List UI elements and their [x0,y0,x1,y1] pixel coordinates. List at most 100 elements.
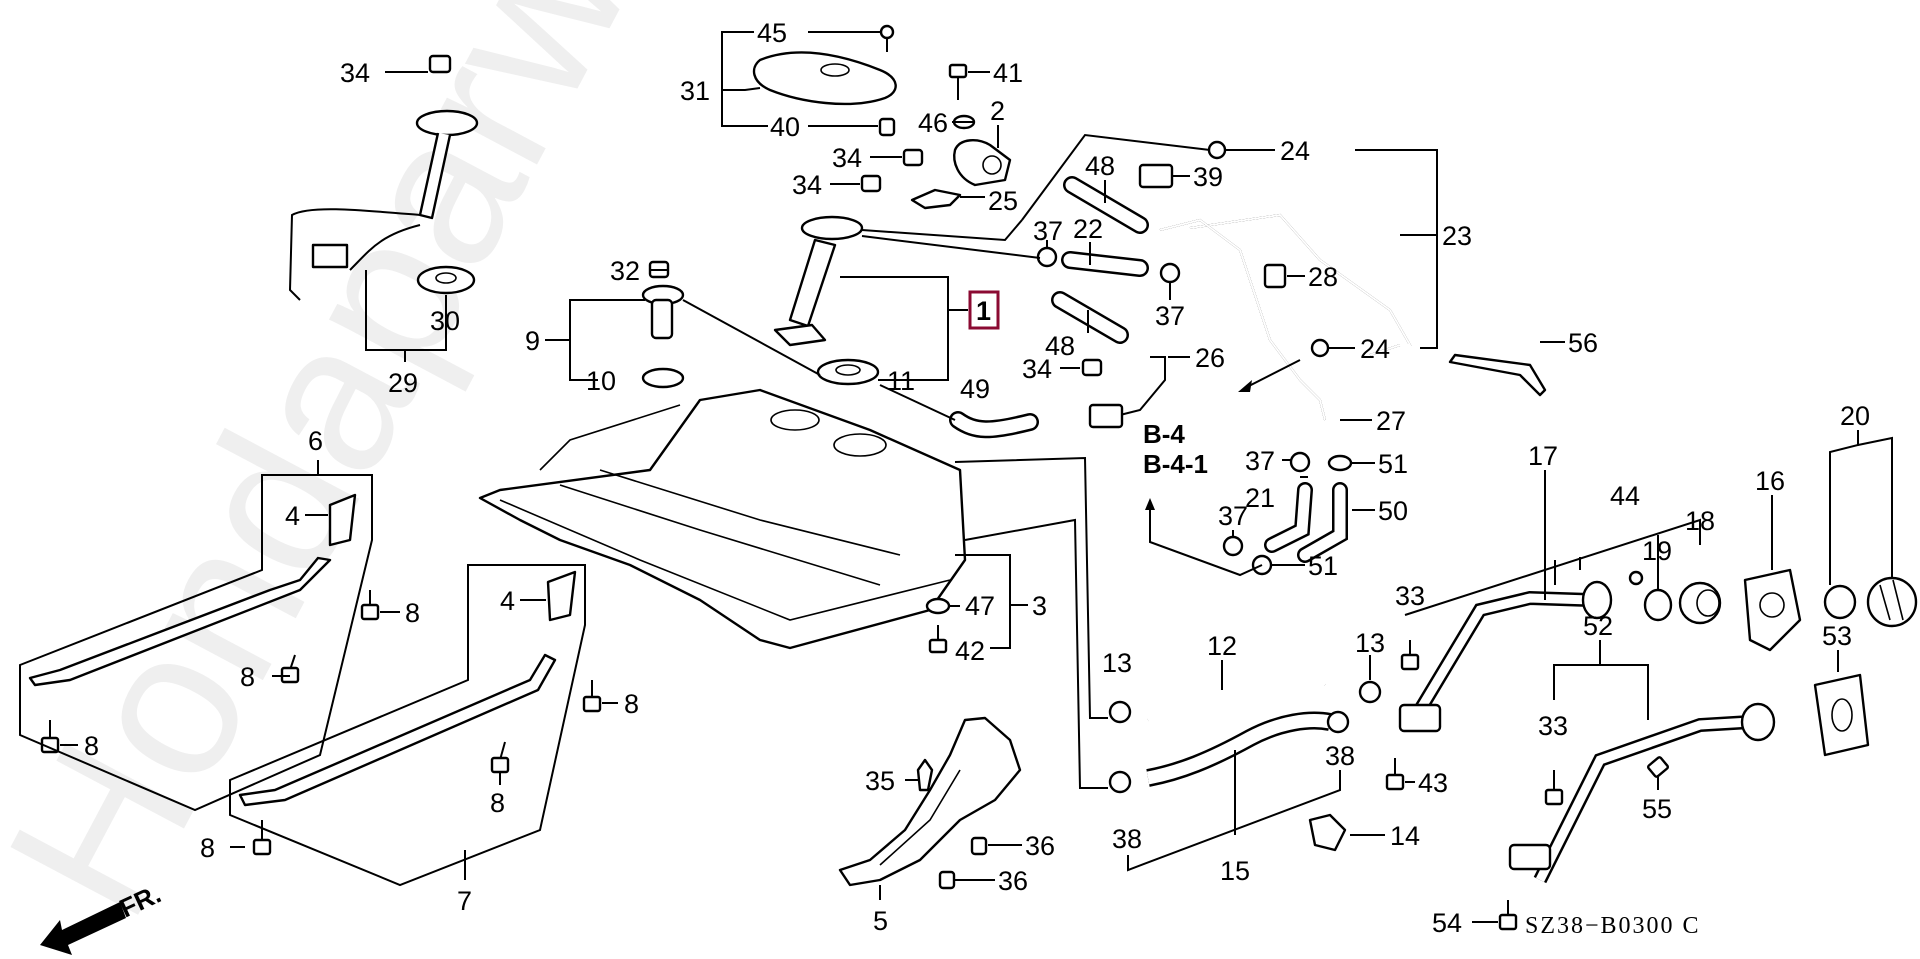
clip-14[interactable] [1308,813,1347,852]
section-ref-b4[interactable]: B-4 [1143,419,1185,449]
callout-9[interactable]: 9 [525,326,540,356]
callout-8-d[interactable]: 8 [624,689,639,719]
fuel-pipe-23[interactable] [1189,213,1412,356]
nut-34-b[interactable] [902,148,924,167]
callout-37-b[interactable]: 37 [1155,301,1185,331]
callout-36-a[interactable]: 36 [1025,831,1055,861]
callout-48-a[interactable]: 48 [1085,151,1115,181]
hose-12[interactable] [1146,665,1329,727]
callout-55[interactable]: 55 [1642,794,1672,824]
fuel-sensor-9[interactable] [641,284,685,340]
callout-24-b[interactable]: 24 [1360,334,1390,364]
callout-19[interactable]: 19 [1642,536,1672,566]
cushion-47[interactable] [925,597,951,615]
bolt-8-d[interactable] [582,680,602,713]
bracket-4-b[interactable] [546,570,577,622]
callout-41[interactable]: 41 [993,58,1023,88]
clamp-13-b[interactable] [1358,680,1382,704]
callout-8-e[interactable]: 8 [490,788,505,818]
clamp-37-b[interactable] [1159,262,1181,284]
callout-11[interactable]: 11 [887,366,915,396]
bolt-55[interactable] [1646,756,1670,778]
bolt-42[interactable] [928,625,948,654]
hose-49[interactable] [949,411,1039,439]
bolt-33-a[interactable] [1400,640,1420,671]
callout-37-a[interactable]: 37 [1033,216,1063,246]
callout-22[interactable]: 22 [1073,214,1103,244]
bracket-4-a[interactable] [328,493,357,547]
cover-39[interactable] [1138,163,1174,189]
callout-29[interactable]: 29 [388,368,418,398]
callout-37-c[interactable]: 37 [1245,446,1275,476]
bracket-25[interactable] [910,188,962,210]
fuel-filler-pipe-52[interactable] [1508,702,1776,884]
fuel-pipe-26[interactable] [1088,356,1166,429]
bolt-43[interactable] [1385,758,1405,791]
bolt-8-e[interactable] [490,741,510,774]
nut-34-d[interactable] [1081,358,1103,377]
callout-34-c[interactable]: 34 [792,170,822,200]
callout-13-b[interactable]: 13 [1355,628,1385,658]
callout-21[interactable]: 21 [1245,483,1275,513]
tank-strap-6[interactable] [28,556,332,687]
gasket-20[interactable] [1823,584,1857,620]
callout-53[interactable]: 53 [1822,621,1852,651]
screw-45[interactable] [879,24,895,52]
clip-35[interactable] [916,758,934,792]
callout-50[interactable]: 50 [1378,496,1408,526]
callout-46[interactable]: 46 [918,108,948,138]
bolt-8-a[interactable] [360,590,380,621]
highlight-box-part-1[interactable] [968,290,1000,330]
fuel-filler-pipe-17[interactable] [1398,580,1613,733]
clip-24-b[interactable] [1310,338,1330,358]
callout-8-b[interactable]: 8 [240,662,255,692]
callout-42[interactable]: 42 [955,636,985,666]
clamp-38-b[interactable] [1326,710,1350,734]
bolt-33-b[interactable] [1544,770,1564,806]
ring-19[interactable] [1643,588,1673,622]
clamp-51-a[interactable] [1327,454,1353,472]
callout-13-a[interactable]: 13 [1102,648,1132,678]
fuel-pressure-regulator-2[interactable] [953,139,1012,187]
callout-51-a[interactable]: 51 [1378,449,1408,479]
callout-34-d[interactable]: 34 [1022,354,1052,384]
callout-17[interactable]: 17 [1528,441,1558,471]
bolt-36-a[interactable] [970,836,988,856]
callout-14[interactable]: 14 [1390,821,1420,851]
callout-24-a[interactable]: 24 [1280,136,1310,166]
callout-4-b[interactable]: 4 [500,586,515,616]
heat-shield-5[interactable] [838,716,1022,887]
callout-2[interactable]: 2 [990,96,1005,126]
callout-40[interactable]: 40 [770,112,800,142]
hose-21[interactable] [1264,482,1313,553]
callout-43[interactable]: 43 [1418,768,1448,798]
gasket-10[interactable] [641,367,685,389]
clamp-37-c[interactable] [1289,451,1311,473]
fuel-pump-assembly[interactable] [773,215,864,347]
nut-34-c[interactable] [860,174,882,193]
callout-56[interactable]: 56 [1568,328,1598,358]
tank-strap-7[interactable] [238,653,557,807]
callout-7[interactable]: 7 [457,886,472,916]
callout-52[interactable]: 52 [1583,611,1613,641]
callout-18[interactable]: 18 [1685,506,1715,536]
callout-12[interactable]: 12 [1207,631,1237,661]
callout-34-b[interactable]: 34 [832,143,862,173]
screw-44[interactable] [1628,570,1644,586]
callout-33-b[interactable]: 33 [1538,711,1568,741]
callout-54[interactable]: 54 [1432,908,1462,938]
callout-47[interactable]: 47 [965,591,995,621]
callout-6[interactable]: 6 [308,426,323,456]
fuel-tank[interactable] [478,388,967,650]
callout-32[interactable]: 32 [610,256,640,286]
fuel-gauge-sender-unit[interactable] [288,109,479,301]
clip-28[interactable] [1263,263,1287,289]
callout-1[interactable]: 1 [976,296,991,326]
bolt-36-b[interactable] [938,870,956,890]
callout-8-c[interactable]: 8 [84,731,99,761]
callout-10[interactable]: 10 [586,366,616,396]
gasket-30[interactable] [416,265,476,295]
bolt-54[interactable] [1498,900,1518,931]
clamp-37-d[interactable] [1222,535,1244,557]
hose-22[interactable] [1061,251,1149,277]
